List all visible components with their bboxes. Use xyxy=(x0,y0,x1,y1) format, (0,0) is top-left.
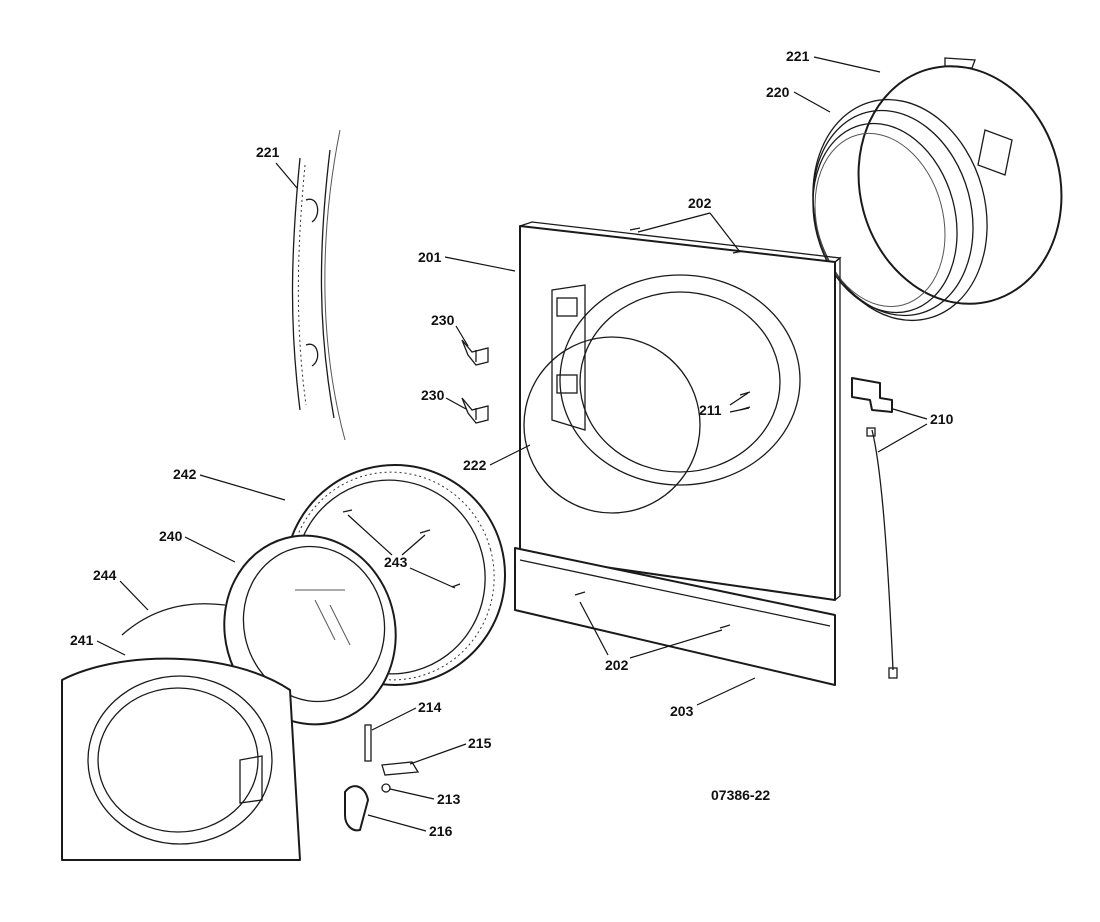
leader-202-top-b xyxy=(709,212,741,253)
callout-210: 210 xyxy=(930,411,954,427)
part-220-221-drum-assembly xyxy=(812,57,1063,322)
callout-220: 220 xyxy=(766,84,790,100)
leader-230-b xyxy=(445,397,467,410)
leader-221-top xyxy=(813,56,881,73)
callout-201: 201 xyxy=(418,249,442,265)
callout-221-left: 221 xyxy=(256,144,280,160)
leader-210-b xyxy=(877,423,928,453)
callout-202-bottom: 202 xyxy=(605,657,629,673)
part-210-door-lock xyxy=(851,377,898,679)
leader-243-a xyxy=(347,514,393,556)
leader-211-a xyxy=(729,392,749,406)
callout-240: 240 xyxy=(159,528,183,544)
callout-241: 241 xyxy=(70,632,94,648)
leader-216 xyxy=(367,814,427,832)
callout-216: 216 xyxy=(429,823,453,839)
leader-202-bottom-b xyxy=(629,629,723,659)
callout-213: 213 xyxy=(437,791,461,807)
part-203-kickplate xyxy=(514,547,836,686)
callout-244: 244 xyxy=(93,567,117,583)
callout-221-top: 221 xyxy=(786,48,810,64)
leader-213 xyxy=(389,788,435,800)
callout-211: 211 xyxy=(699,402,722,418)
leader-243-b xyxy=(401,534,426,556)
callout-215: 215 xyxy=(468,735,492,751)
leader-203 xyxy=(696,677,756,706)
leader-202-top-a xyxy=(637,212,711,233)
callout-203: 203 xyxy=(670,703,694,719)
part-215-latch xyxy=(381,761,420,776)
part-221-gasket-strip xyxy=(291,129,346,441)
leader-244 xyxy=(119,580,149,611)
callout-222: 222 xyxy=(463,457,487,473)
leader-221-left xyxy=(275,162,298,189)
leader-211-b xyxy=(729,407,750,413)
callout-214: 214 xyxy=(418,699,442,715)
callout-230-upper: 230 xyxy=(431,312,455,328)
part-230-hinge-lower xyxy=(461,397,489,424)
callout-242: 242 xyxy=(173,466,197,482)
leader-214 xyxy=(371,707,417,731)
leader-230-a xyxy=(455,325,469,347)
part-230-hinge-upper xyxy=(461,339,489,366)
callout-230-lower: 230 xyxy=(421,387,445,403)
leader-241 xyxy=(96,640,126,656)
part-201-front-panel xyxy=(519,221,842,601)
drawing-code: 07386-22 xyxy=(711,787,770,803)
callout-202-top: 202 xyxy=(688,195,712,211)
leader-210-a xyxy=(892,408,928,420)
part-214-pin xyxy=(364,724,372,762)
callout-labels: 221 220 221 202 201 230 230 211 210 222 … xyxy=(70,48,954,839)
part-213-screw xyxy=(381,783,391,793)
callout-243: 243 xyxy=(384,554,408,570)
leader-242 xyxy=(199,474,286,501)
leader-240 xyxy=(184,536,236,563)
part-216-handle xyxy=(344,785,369,832)
part-241-outer-door xyxy=(61,657,301,861)
leader-243-c xyxy=(409,567,456,589)
leader-202-bottom-a xyxy=(579,601,609,656)
leader-220 xyxy=(793,91,831,113)
leader-201 xyxy=(444,256,516,272)
leader-215 xyxy=(409,743,467,765)
part-244-wire xyxy=(121,603,226,636)
leader-lines xyxy=(96,56,928,832)
leader-222 xyxy=(489,444,531,466)
part-222-window-seal xyxy=(523,336,701,514)
